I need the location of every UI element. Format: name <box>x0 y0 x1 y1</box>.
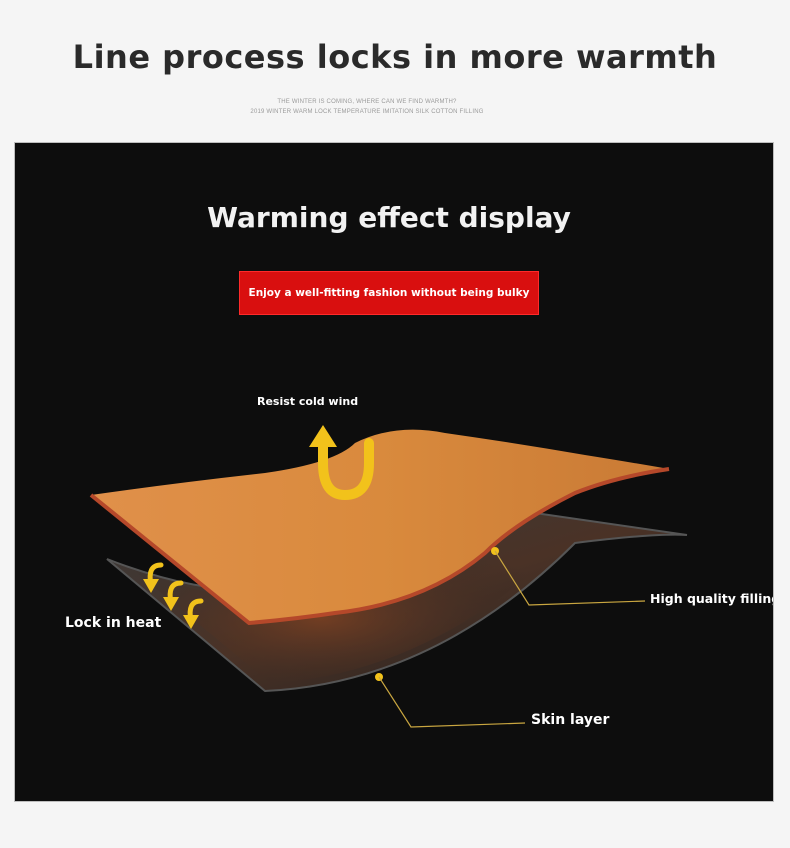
resist-cold-wind-label: Resist cold wind <box>257 395 359 408</box>
skin-layer-label: Skin layer <box>531 712 610 728</box>
warming-effect-panel: Warming effect display Enjoy a well-fitt… <box>14 142 774 802</box>
feature-banner: Enjoy a well-fitting fashion without bei… <box>239 271 539 315</box>
feature-banner-text: Enjoy a well-fitting fashion without bei… <box>248 287 530 299</box>
skin-leader-line <box>375 673 526 728</box>
u-turn-arrow-icon <box>318 438 374 501</box>
layer-diagram <box>89 388 688 728</box>
lock-in-heat-label: Lock in heat <box>65 615 162 631</box>
high-quality-filling-label: High quality filling <box>650 591 774 606</box>
subtitle-line-1: THE WINTER IS COMING, WHERE CAN WE FIND … <box>277 99 457 105</box>
filling-leader-line <box>491 547 646 606</box>
curved-heat-arrow-heads <box>143 579 199 629</box>
page-title: Line process locks in more warmth <box>72 38 718 76</box>
u-turn-arrow-head <box>309 425 337 447</box>
outer-layer-edge <box>89 467 670 626</box>
subtitle-line-2: 2019 WINTER WARM LOCK TEMPERATURE IMITAT… <box>250 109 484 115</box>
outer-layer-sheet <box>91 429 669 623</box>
panel-heading: Warming effect display <box>207 201 571 234</box>
